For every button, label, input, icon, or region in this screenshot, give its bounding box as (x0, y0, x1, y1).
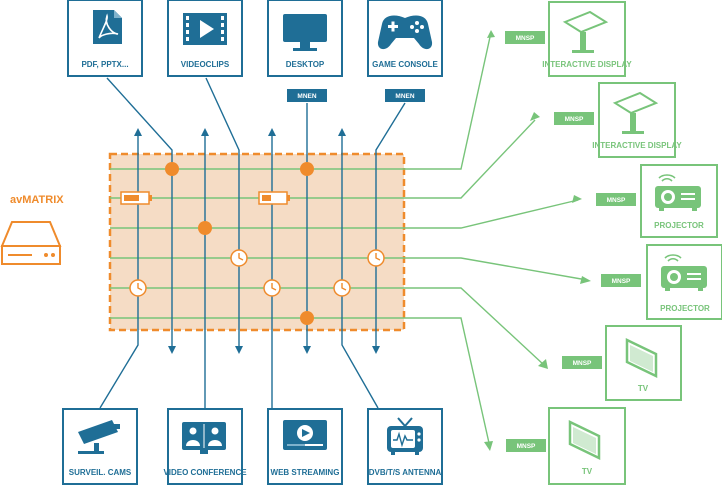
battery-crosspoint-icon (120, 191, 152, 205)
tv-screen-icon (625, 338, 658, 378)
source-label: PDF, PPTX... (81, 60, 128, 69)
encoder-tag-label: MNEN (297, 93, 316, 100)
source-dvb-antenna[interactable]: DVB/T/S ANTENNA (367, 408, 443, 485)
interactive-kiosk-icon (612, 91, 659, 134)
output-tv[interactable]: TV (605, 325, 682, 401)
matrix-grid (108, 152, 406, 332)
source-surveillance-cams[interactable]: SURVEIL. CAMS (62, 408, 138, 485)
output-interactive-display[interactable]: INTERACTIVE DISPLAY (592, 82, 682, 158)
tv-antenna-icon (387, 417, 423, 455)
source-game-console[interactable]: GAME CONSOLE (367, 0, 443, 77)
web-streaming-icon (283, 420, 327, 450)
source-label: VIDEO CONFERENCE (163, 468, 247, 477)
decoder-tags: MNSP MNSP MNSP MNSP MNSP MNSP (505, 31, 641, 452)
source-label: WEB STREAMING (271, 468, 340, 477)
output-label: PROJECTOR (654, 221, 704, 230)
surveillance-camera-icon (78, 420, 120, 454)
video-clip-icon (183, 13, 227, 45)
tv-screen-icon (568, 420, 601, 460)
source-label: DVB/T/S ANTENNA (369, 468, 442, 477)
source-pdf[interactable]: PDF, PPTX... (67, 0, 143, 77)
decoder-tag-label: MNSP (573, 360, 592, 367)
output-interactive-display[interactable]: INTERACTIVE DISPLAY (542, 1, 632, 77)
pdf-file-icon (93, 10, 122, 44)
brand-name: avMATRIX (10, 194, 64, 206)
encoder-tag: MNEN (385, 89, 425, 102)
interactive-kiosk-icon (562, 10, 609, 53)
matrix-switcher-icon (0, 221, 62, 265)
decoder-tag-label: MNSP (516, 35, 535, 42)
video-conference-icon (182, 422, 226, 454)
source-video-conference[interactable]: VIDEO CONFERENCE (163, 408, 247, 485)
output-label: INTERACTIVE DISPLAY (542, 60, 632, 69)
encoder-tag-label: MNEN (395, 93, 414, 100)
output-projector[interactable]: PROJECTOR (646, 244, 722, 320)
decoder-tag-label: MNSP (612, 278, 631, 285)
output-arrowheads (484, 30, 591, 451)
desktop-monitor-icon (283, 14, 327, 51)
output-label: INTERACTIVE DISPLAY (592, 141, 682, 150)
encoder-tag: MNEN (287, 89, 327, 102)
source-label: DESKTOP (286, 60, 325, 69)
output-projector[interactable]: PROJECTOR (640, 164, 718, 238)
output-label: TV (638, 384, 649, 393)
gamepad-icon (377, 15, 433, 50)
active-crosspoint (198, 221, 212, 235)
source-label: GAME CONSOLE (372, 60, 438, 69)
source-label: SURVEIL. CAMS (69, 468, 132, 477)
source-label: VIDEOCLIPS (181, 60, 230, 69)
projector-icon (655, 174, 701, 211)
output-label: TV (582, 467, 593, 476)
input-arrowheads (134, 128, 380, 354)
crosspoints (120, 162, 385, 325)
battery-crosspoint-icon (258, 191, 290, 205)
output-lines (110, 36, 588, 444)
active-crosspoint (300, 311, 314, 325)
active-crosspoint (165, 162, 179, 176)
decoder-tag-label: MNSP (517, 443, 536, 450)
source-videoclips[interactable]: VIDEOCLIPS (167, 0, 243, 77)
source-web-streaming[interactable]: WEB STREAMING (267, 408, 343, 485)
active-crosspoint (300, 162, 314, 176)
avmatrix-brand: avMATRIX (0, 194, 64, 265)
output-tv[interactable]: TV (548, 407, 626, 485)
decoder-tag-label: MNSP (607, 197, 626, 204)
source-desktop[interactable]: DESKTOP (267, 0, 343, 77)
output-label: PROJECTOR (660, 304, 710, 313)
projector-icon (661, 254, 707, 291)
decoder-tag-label: MNSP (565, 116, 584, 123)
